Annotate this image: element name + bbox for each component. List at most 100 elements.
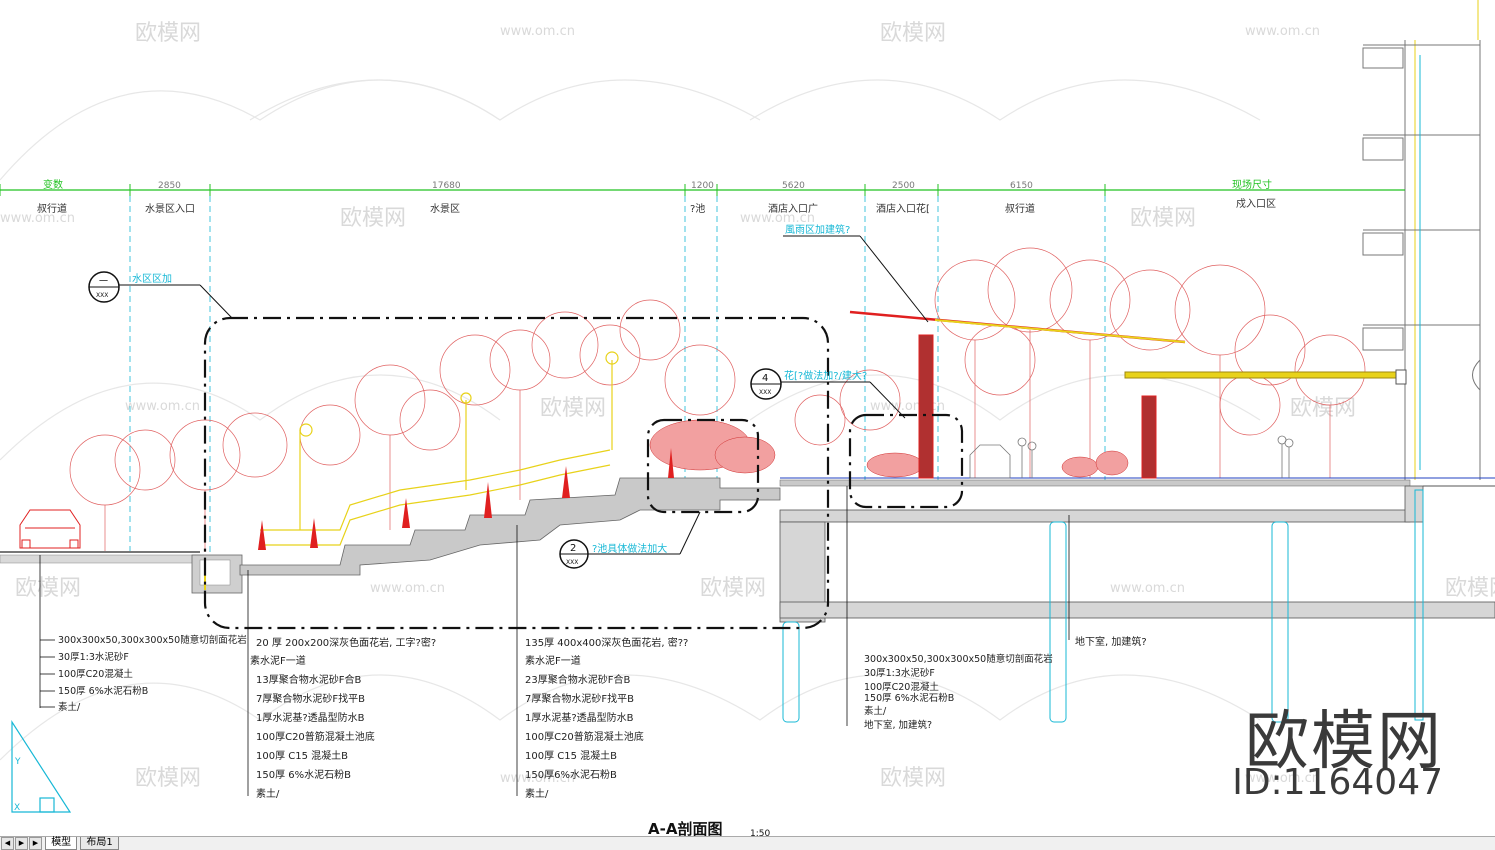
watermark-url: www.om.cn: [1245, 771, 1320, 786]
watermark-url: www.om.cn: [1110, 581, 1185, 596]
zone-label: 酒店入口广: [768, 202, 818, 215]
svg-text:Y: Y: [14, 757, 21, 767]
watermark-brand: 欧模网: [880, 21, 946, 46]
note-line: 1厚水泥基?透晶型防水B: [256, 711, 365, 724]
callout-canopy: 風雨区加建筑?: [783, 223, 929, 323]
note-line: 150厚 6%水泥石粉B: [864, 692, 954, 704]
note-line: 100厚 C15 混凝土B: [525, 749, 617, 762]
note-leaders: [39, 486, 1070, 796]
callout-tag: 花[?做法加?/建大?: [784, 369, 867, 382]
zone-label: 叔行道: [1005, 202, 1035, 215]
layout-tabs-bar: ◀▶▶ 模型 布局1: [0, 836, 1495, 850]
dim-value: 2500: [892, 181, 915, 191]
note-line: 100厚C20混凝土: [864, 681, 939, 693]
callout-4: 4 XXX 花[?做法加?/建大?: [750, 368, 906, 419]
pool-basin: [191, 554, 243, 594]
watermark-brand: 欧模网: [1130, 206, 1196, 231]
watermark-url: www.om.cn: [1245, 24, 1320, 39]
watermark-brand-texts: 欧模网 欧模网 欧模网 欧模网 欧模网 欧模网 欧模网 欧模网 欧模网 欧模网 …: [15, 21, 1495, 791]
car-left: [19, 509, 81, 549]
dim-value: 1200: [691, 181, 714, 191]
note-line: 1厚水泥基?透晶型防水B: [525, 711, 634, 724]
watermark-id: ID:1164047: [1232, 762, 1443, 803]
canopy: [849, 310, 1407, 479]
note-line: 150厚 6%水泥石粉B: [256, 768, 351, 781]
callout-tag: 風雨区加建筑?: [785, 223, 850, 236]
stepped-terrain: [239, 477, 781, 576]
svg-text:X: X: [14, 803, 20, 813]
watermark-url: www.om.cn: [500, 771, 575, 786]
tab-layout1[interactable]: 布局1: [80, 837, 119, 850]
dim-right-label: 现场尺寸: [1232, 178, 1272, 191]
zone-label: ?池: [690, 202, 705, 215]
watermark-brand: 欧模网: [340, 206, 406, 231]
detail-boundaries: [203, 316, 964, 630]
note-line: 7厚聚合物水泥砂F找平B: [525, 692, 634, 705]
dim-left-label: 变数: [43, 178, 63, 191]
watermark-url-texts: www.om.cn www.om.cn www.om.cn www.om.cn …: [0, 24, 1320, 786]
zone-label: 戍入口区: [1236, 197, 1276, 210]
watermark-brand: 欧模网: [1445, 576, 1495, 601]
shrubs: [649, 419, 1129, 478]
callout-number: 4: [762, 373, 768, 384]
callout-sheet: XXX: [566, 559, 578, 566]
note-line: 素水泥F一道: [250, 654, 306, 667]
railing: [260, 351, 619, 546]
notes-mid2: 135厚 400x400深灰色面花岩, 密?? 素水泥F一道 23厚聚合物水泥砂…: [525, 636, 688, 800]
zone-label: 酒店入口花[: [876, 202, 930, 215]
bollards: [258, 448, 674, 550]
watermark-arcs: [0, 79, 1261, 761]
watermark-logo-large: 欧模网: [1245, 705, 1443, 779]
note-line: 30厚1:3水泥砂F: [864, 667, 935, 679]
notes-mid1: 20 厚 200x200深灰色面花岩, 工字?密? 素水泥F一道 13厚聚合物水…: [250, 636, 436, 800]
basement-note: 地下室, 加建筑?: [1075, 635, 1147, 648]
note-line: 23厚聚合物水泥砂F合B: [525, 673, 630, 686]
prev-tab-icon[interactable]: ▶: [15, 837, 28, 850]
building-elevation: [1362, 0, 1481, 480]
note-line: 20 厚 200x200深灰色面花岩, 工字?密?: [256, 636, 436, 649]
watermark-brand: 欧模网: [135, 766, 201, 791]
watermark-url: www.om.cn: [125, 399, 200, 414]
dim-value: 2850: [158, 181, 181, 191]
callout-number: 2: [570, 543, 576, 554]
watermark-url: www.om.cn: [740, 211, 815, 226]
watermark-url: www.om.cn: [870, 399, 945, 414]
watermark-brand: 欧模网: [540, 396, 606, 421]
note-line: 300x300x50,300x300x50随意切剖面花岩: [864, 653, 1053, 665]
piles: [782, 489, 1424, 723]
note-line: 150厚 6%水泥石粉B: [58, 685, 148, 697]
callout-sheet: XXX: [759, 389, 771, 396]
dim-value: 6150: [1010, 181, 1033, 191]
watermark-brand: 欧模网: [700, 576, 766, 601]
watermark-brand: 欧模网: [135, 21, 201, 46]
zone-labels: 叔行道 水景区入口 水景区 ?池 酒店入口广 酒店入口花[ 叔行道 戍入口区: [37, 197, 1276, 215]
dimension-line: 变数 现场尺寸 2850 17680 1200 5620 2500 6150: [0, 178, 1405, 196]
note-line: 100厚 C15 混凝土B: [256, 749, 348, 762]
zone-label: 叔行道: [37, 202, 67, 215]
title-text: A-A剖面图: [648, 820, 722, 838]
note-line: 100厚C20普筋混凝土池底: [256, 730, 375, 743]
watermark-brand: 欧模网: [1290, 396, 1356, 421]
watermark-url: www.om.cn: [0, 211, 75, 226]
callout-number: 一: [99, 277, 108, 287]
zone-label: 水景区入口: [145, 203, 195, 215]
figures-right: [969, 435, 1294, 479]
notes-right: 300x300x50,300x300x50随意切剖面花岩 30厚1:3水泥砂F …: [864, 653, 1053, 731]
note-line: 素水泥F一道: [525, 654, 581, 667]
next-tab-icon[interactable]: ▶: [29, 837, 42, 850]
watermark-url: www.om.cn: [370, 581, 445, 596]
tab-model[interactable]: 模型: [45, 837, 78, 850]
notes-left: 300x300x50,300x300x50随意切剖面花岩 30厚1:3水泥砂F …: [58, 634, 247, 713]
note-line: 素土/: [256, 787, 280, 800]
note-line: 7厚聚合物水泥砂F找平B: [256, 692, 365, 705]
note-line: 300x300x50,300x300x50随意切剖面花岩: [58, 634, 247, 646]
note-line: 地下室, 加建筑?: [864, 719, 932, 731]
note-line: 135厚 400x400深灰色面花岩, 密??: [525, 636, 688, 649]
note-line: 150厚6%水泥石粉B: [525, 768, 617, 781]
ucs-icon: X Y: [11, 719, 72, 813]
first-tab-icon[interactable]: ◀: [1, 837, 14, 850]
callout-sheet: XXX: [96, 292, 108, 299]
watermark-url: www.om.cn: [500, 24, 575, 39]
watermark-brand: 欧模网: [15, 576, 81, 601]
